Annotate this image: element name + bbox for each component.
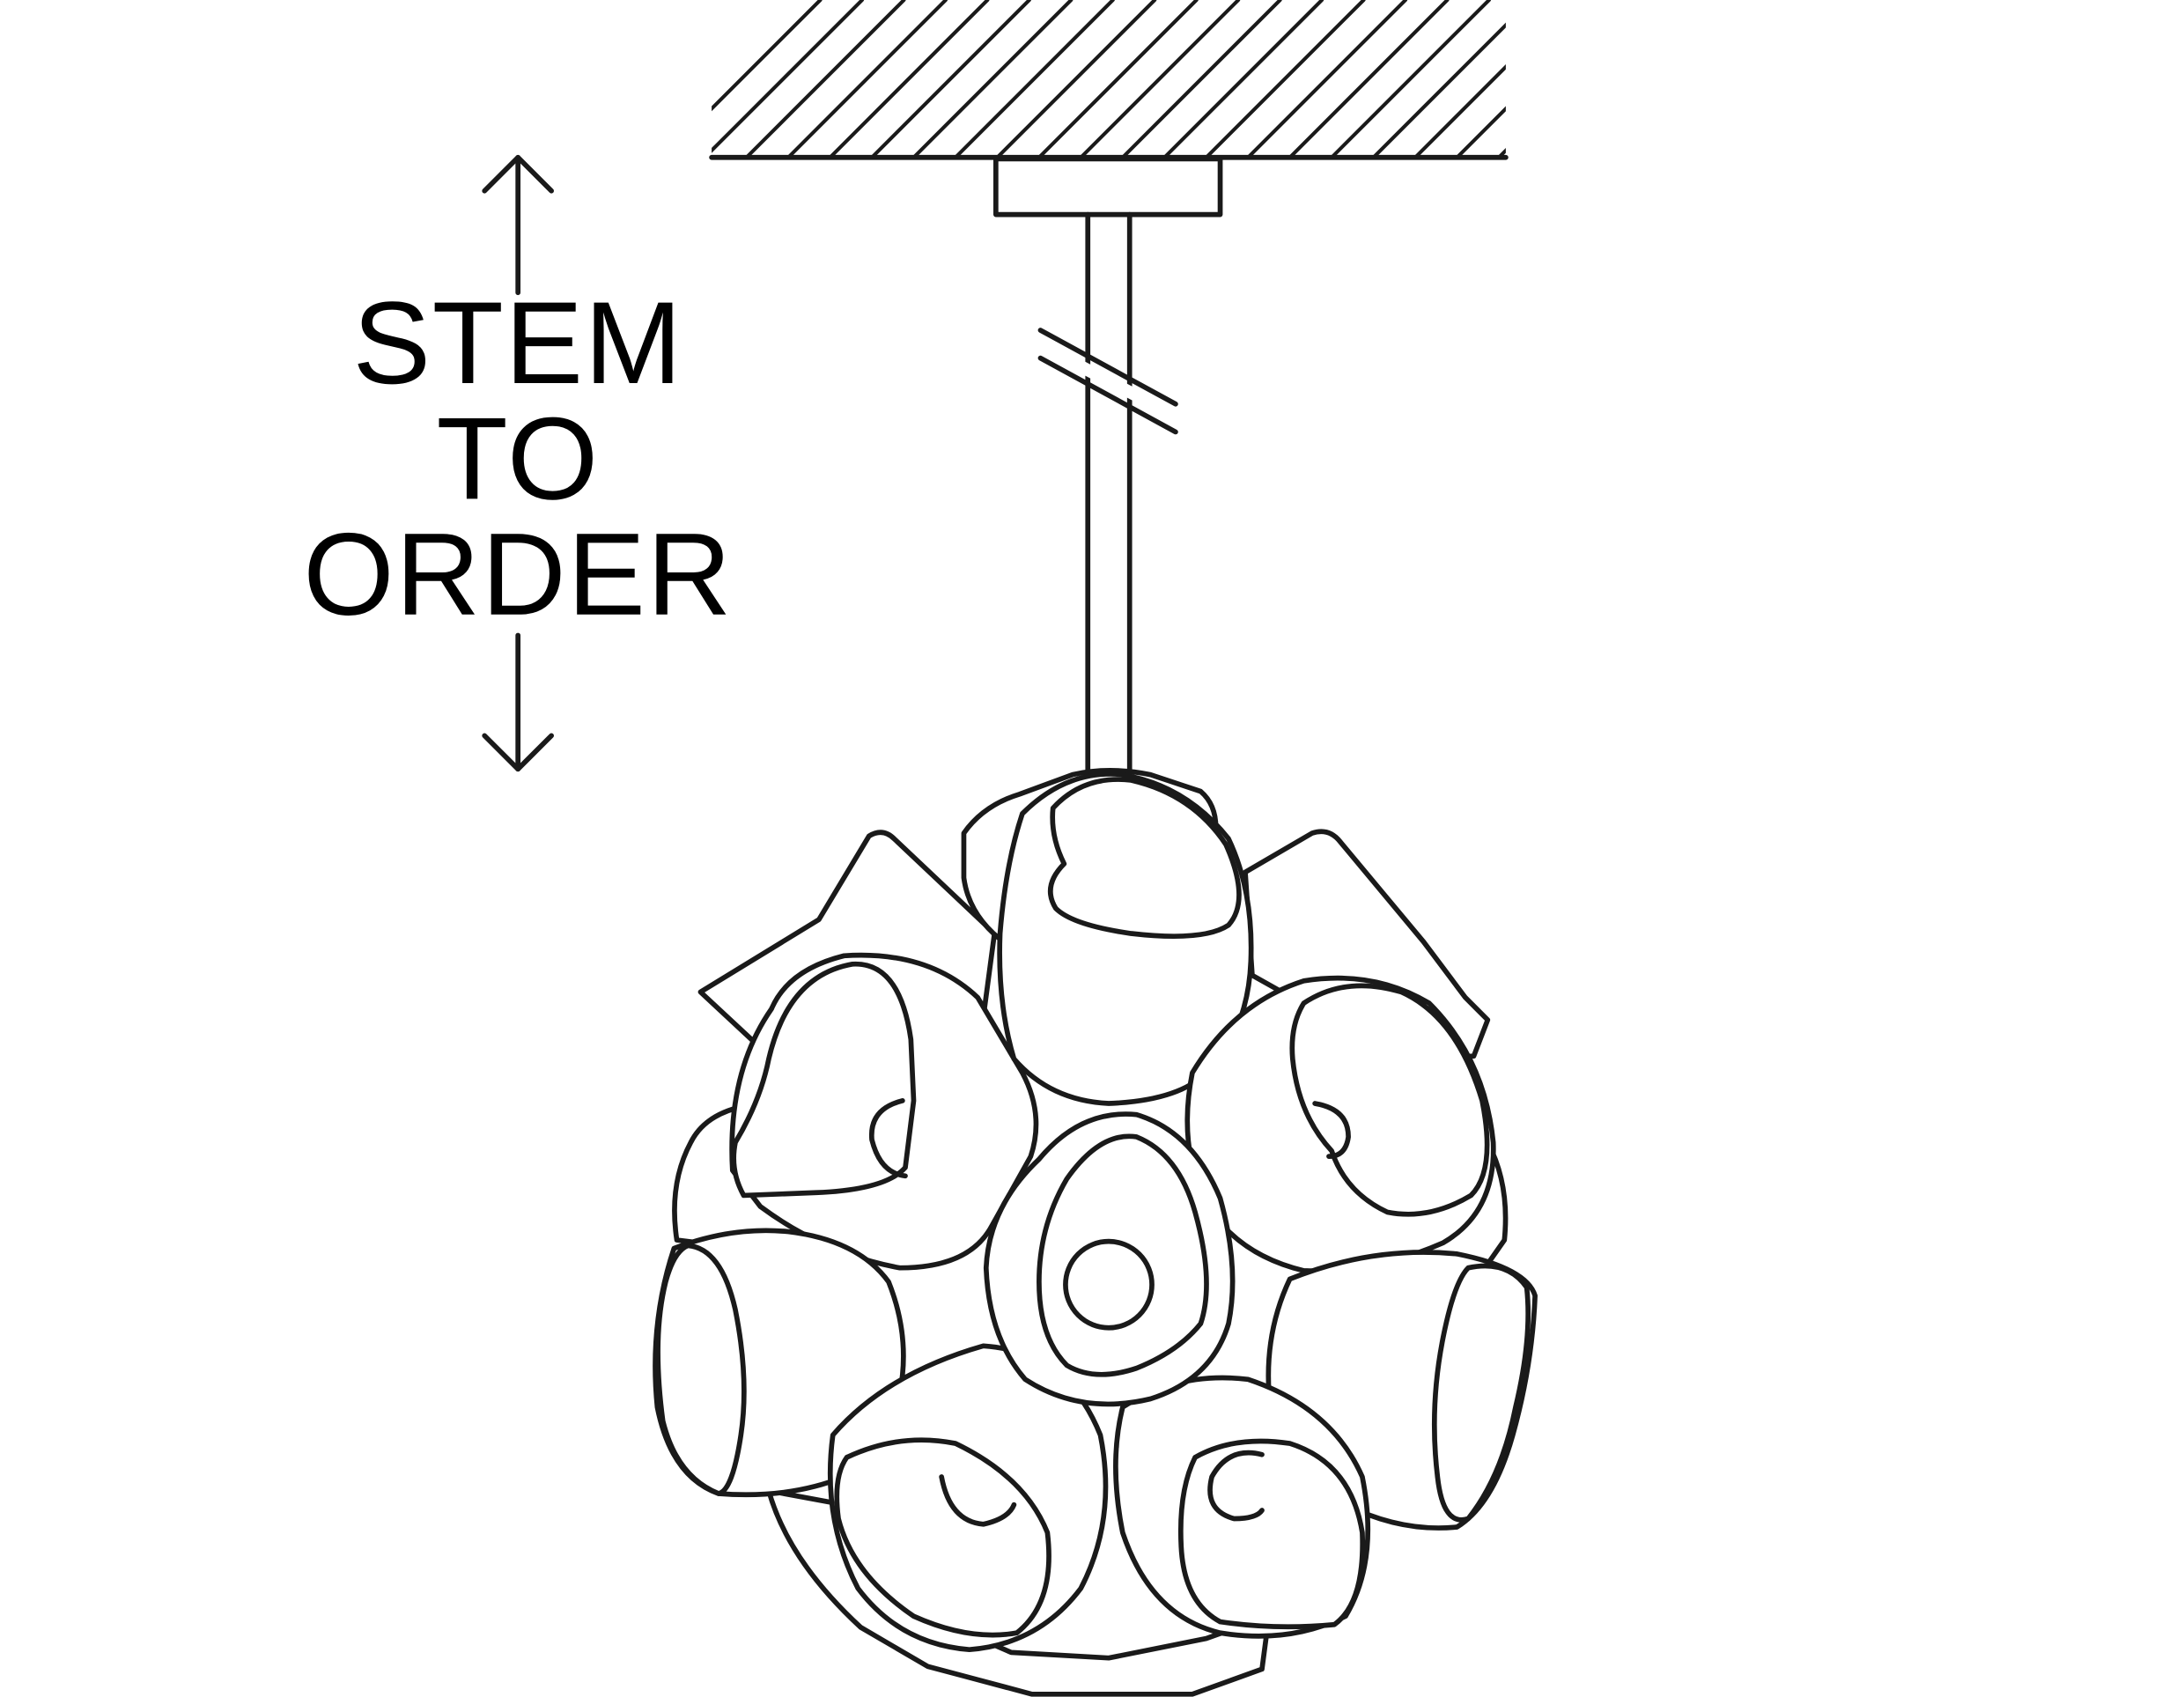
hatch-line	[1624, 0, 1782, 158]
hatch-line	[911, 0, 1074, 158]
hatch-line	[1204, 0, 1366, 158]
hatch-line	[1540, 0, 1698, 158]
hatch-line	[1455, 106, 1506, 158]
hatch-line	[953, 0, 1115, 158]
hatch-line	[1583, 0, 1740, 158]
hatch-line	[1496, 147, 1506, 158]
hatch-line	[1037, 0, 1199, 158]
bulb-socket-icon	[1063, 1238, 1155, 1331]
glass-cup-lower-left	[827, 1343, 1109, 1653]
hatch-line	[744, 0, 906, 158]
hatch-line	[869, 0, 1031, 158]
glass-cup-center	[983, 1111, 1236, 1407]
glass-cluster	[653, 768, 1538, 1697]
glass-piece-bottom-back	[766, 1488, 1272, 1697]
stem	[1037, 211, 1178, 783]
break-mark-icon	[1037, 328, 1178, 435]
hatch-line	[1288, 0, 1450, 158]
glass-cup-upper-right	[1184, 975, 1496, 1273]
hatch-line	[1120, 0, 1282, 158]
hatch-line	[786, 0, 948, 158]
ceiling-hatch	[712, 0, 1782, 158]
hatch-line	[712, 0, 823, 112]
hatch-line	[712, 0, 865, 153]
glass-cup-top	[997, 771, 1254, 1106]
glass-cup-lower-right	[1113, 1375, 1371, 1639]
hatch-line	[828, 0, 990, 158]
hatch-line	[1413, 64, 1506, 158]
hatch-line	[1079, 0, 1241, 158]
hatch-line	[1371, 22, 1506, 158]
canopy	[992, 156, 1223, 218]
glass-cup-upper-left	[729, 952, 1039, 1271]
hatch-line	[1162, 0, 1324, 158]
stem-dimension: STEM TO ORDER	[303, 154, 733, 772]
label-line-stem: STEM	[352, 278, 682, 409]
hatch-line	[1330, 0, 1491, 158]
hatch-line	[1246, 0, 1408, 158]
label-line-order: ORDER	[303, 510, 733, 640]
label-line-to: TO	[437, 394, 600, 524]
double-arrow-vertical-icon	[482, 154, 554, 772]
hatch-line	[995, 0, 1157, 158]
ceiling	[709, 0, 1782, 160]
